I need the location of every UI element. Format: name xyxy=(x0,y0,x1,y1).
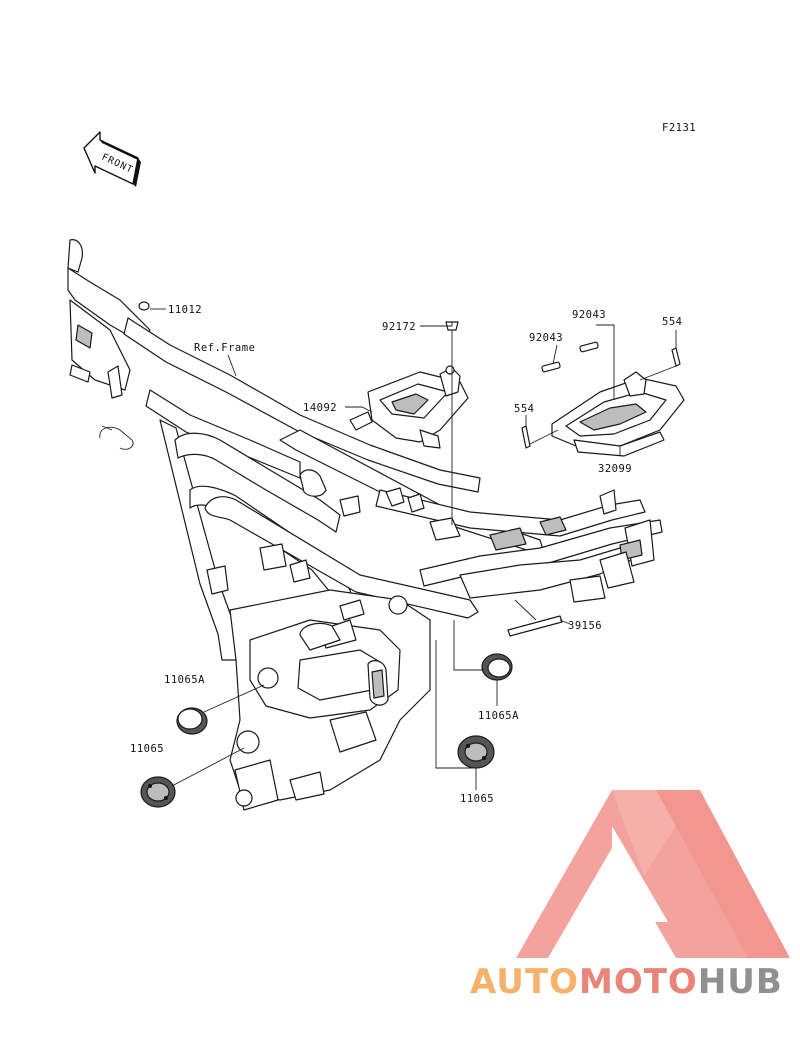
part-14092-bracket xyxy=(349,365,469,449)
part-11065A-cap-right xyxy=(481,653,513,681)
callout-554-b: 554 xyxy=(514,403,534,415)
callout-11065A-left: 11065A xyxy=(164,674,205,686)
callout-39156: 39156 xyxy=(568,620,602,632)
part-11012-plug xyxy=(138,301,150,311)
callout-554-a: 554 xyxy=(662,316,682,328)
callout-32099: 32099 xyxy=(598,463,632,475)
callout-11065-right: 11065 xyxy=(460,793,494,805)
callout-11012: 11012 xyxy=(168,304,202,316)
figure-code: F2131 xyxy=(662,122,696,134)
automotohub-wordmark: AUTOMOTOHUB xyxy=(470,962,783,1002)
brand-moto: MOTO xyxy=(578,962,698,1002)
callout-92172: 92172 xyxy=(382,321,416,333)
ref-frame-label: Ref.Frame xyxy=(194,342,255,354)
brand-auto: AUTO xyxy=(470,962,579,1002)
part-11065-cap-right xyxy=(457,735,495,769)
callout-92043-a: 92043 xyxy=(529,332,563,344)
leader-lines xyxy=(150,308,677,790)
part-11065A-cap-left xyxy=(176,707,208,735)
front-arrow-icon: FRONT xyxy=(83,131,141,187)
part-11065-cap-left xyxy=(140,776,176,808)
part-39156-strip xyxy=(507,615,563,637)
callout-92043-b: 92043 xyxy=(572,309,606,321)
callout-11065-left: 11065 xyxy=(130,743,164,755)
part-554-clip-b xyxy=(521,425,531,449)
brand-hub: HUB xyxy=(697,962,783,1002)
callout-11065A-right: 11065A xyxy=(478,710,519,722)
part-92043-pin-b xyxy=(579,341,599,353)
automotohub-logo-icon xyxy=(516,790,790,958)
part-554-clip-a xyxy=(671,347,681,367)
part-92043-pin-a xyxy=(541,361,561,373)
callout-14092: 14092 xyxy=(303,402,337,414)
part-32099-tray xyxy=(551,371,685,457)
main-frame xyxy=(67,239,663,811)
